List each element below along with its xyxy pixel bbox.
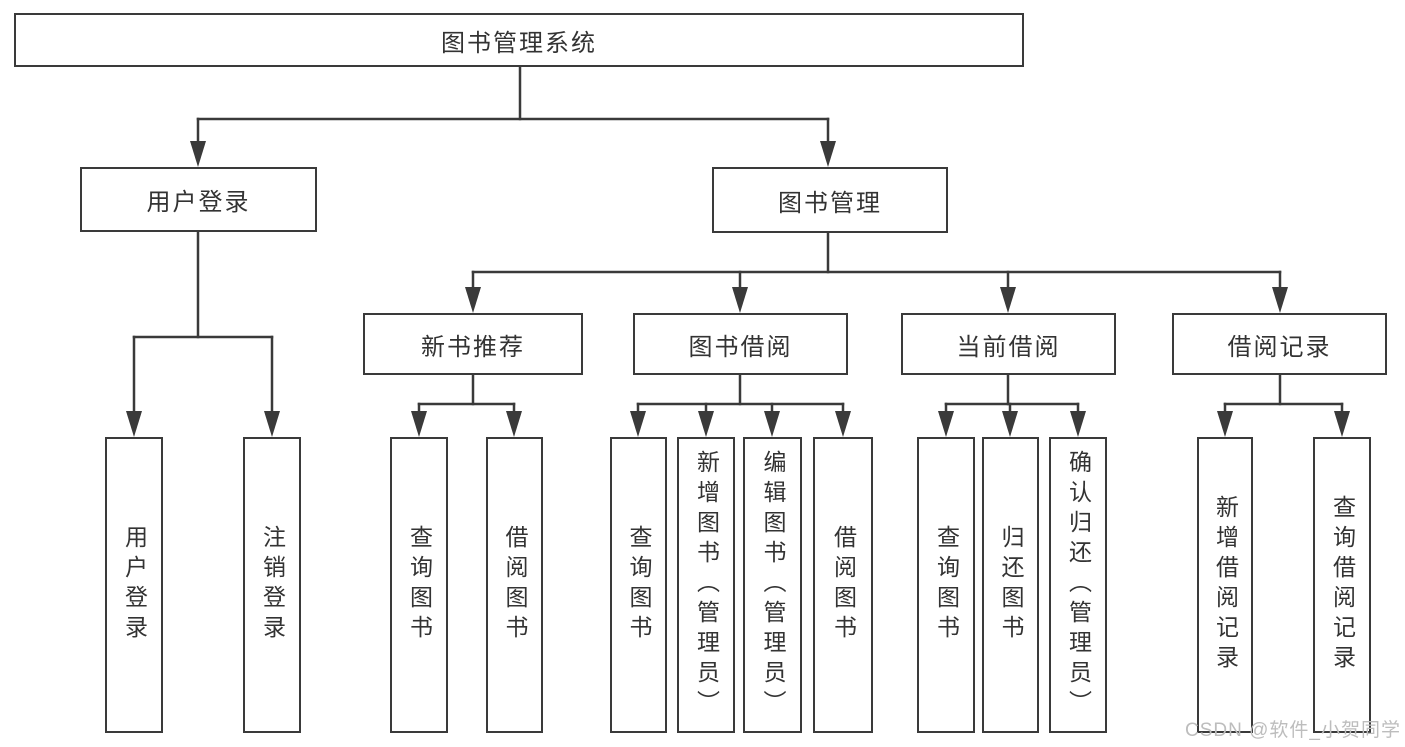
leaf-query-borrow-record: 查询借阅记录 <box>1313 437 1371 733</box>
node-new-book-recommendation: 新书推荐 <box>363 313 583 375</box>
leaf-borrow-books-2: 借阅图书 <box>813 437 873 733</box>
leaf-query-books-2: 查询图书 <box>610 437 667 733</box>
leaf-return-books: 归还图书 <box>982 437 1039 733</box>
node-user-login: 用户登录 <box>80 167 317 232</box>
node-current-borrowing: 当前借阅 <box>901 313 1116 375</box>
leaf-confirm-return-admin: 确认归还（管理员） <box>1049 437 1107 733</box>
leaf-add-book-admin: 新增图书（管理员） <box>677 437 735 733</box>
node-book-borrowing: 图书借阅 <box>633 313 848 375</box>
csdn-watermark: CSDN @软件_小贺同学 <box>1185 720 1401 741</box>
leaf-edit-book-admin: 编辑图书（管理员） <box>743 437 802 733</box>
leaf-user-login: 用户登录 <box>105 437 163 733</box>
leaf-logout: 注销登录 <box>243 437 301 733</box>
leaf-query-books-3: 查询图书 <box>917 437 975 733</box>
node-book-management: 图书管理 <box>712 167 948 233</box>
node-borrowing-records: 借阅记录 <box>1172 313 1387 375</box>
node-library-system: 图书管理系统 <box>14 13 1024 67</box>
leaf-borrow-books-1: 借阅图书 <box>486 437 543 733</box>
leaf-add-borrow-record: 新增借阅记录 <box>1197 437 1253 733</box>
leaf-query-books-1: 查询图书 <box>390 437 448 733</box>
